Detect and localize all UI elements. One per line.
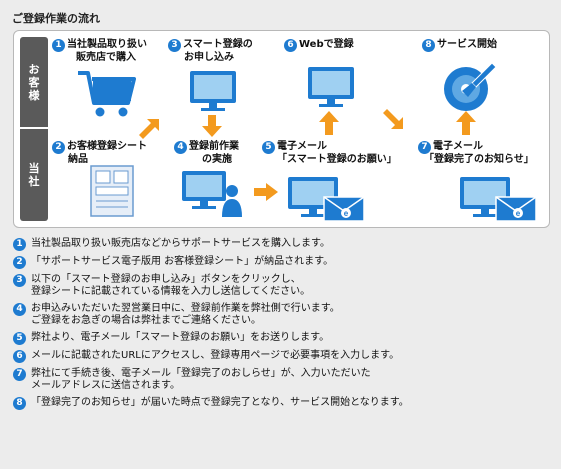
- document-icon: [90, 165, 134, 217]
- step-number: 7: [13, 368, 26, 381]
- list-item: 4 お申込みいただいた翌営業日中に、登録前作業を弊社側で行います。ご登録をお急ぎ…: [13, 303, 553, 327]
- page-title: ご登録作業の流れ: [12, 12, 100, 25]
- computer-user-icon: [182, 171, 242, 217]
- step-number: 6: [284, 39, 297, 52]
- arrow-up-right-icon: [139, 119, 159, 139]
- sidebar-customer: お 客 様: [20, 37, 48, 127]
- step-number: 3: [168, 39, 181, 52]
- step-number: 4: [174, 141, 187, 154]
- sidebar-company: 当 社: [20, 129, 48, 221]
- step-number: 7: [418, 141, 431, 154]
- arrow-down-right-icon: [383, 109, 403, 129]
- step-number: 1: [13, 238, 26, 251]
- list-item: 8 「登録完了のお知らせ」が届いた時点で登録完了となり、サービス開始となります。: [13, 397, 553, 410]
- arrow-up-icon: [456, 111, 476, 135]
- list-item: 3 以下の「スマート登録のお申し込み」ボタンをクリックし、登録シートに記載されて…: [13, 274, 553, 298]
- step-number: 2: [52, 141, 65, 154]
- arrow-down-icon: [202, 115, 222, 137]
- step-number: 8: [422, 39, 435, 52]
- email-monitor-icon: e: [460, 177, 537, 222]
- svg-text:e: e: [516, 209, 521, 218]
- list-item: 2 「サポートサービス電子版用 お客様登録シート」が納品されます。: [13, 256, 553, 269]
- step-number: 6: [13, 350, 26, 363]
- svg-text:e: e: [344, 209, 349, 218]
- arrow-up-icon: [319, 111, 339, 135]
- list-item: 7 弊社にて手続き後、電子メール「登録完了のおしらせ」が、入力いただいたメールア…: [13, 368, 553, 392]
- step-number: 5: [13, 332, 26, 345]
- cd-screwdriver-icon: [444, 62, 497, 111]
- step-number: 4: [13, 303, 26, 316]
- list-item: 1 当社製品取り扱い販売店などからサポートサービスを購入します。: [13, 238, 553, 251]
- arrow-right-icon: [254, 183, 278, 201]
- step-number: 5: [262, 141, 275, 154]
- list-item: 5 弊社より、電子メール「スマート登録のお願い」をお送りします。: [13, 332, 553, 345]
- step-number: 2: [13, 256, 26, 269]
- step-number: 1: [52, 39, 65, 52]
- computer-monitor-icon: [308, 67, 354, 107]
- shopping-cart-icon: [78, 71, 136, 117]
- step-number: 8: [13, 397, 26, 410]
- step-descriptions: 1 当社製品取り扱い販売店などからサポートサービスを購入します。 2 「サポート…: [13, 238, 553, 415]
- list-item: 6 メールに記載されたURLにアクセスし、登録専用ページで必要事項を入力します。: [13, 350, 553, 363]
- computer-monitor-icon: [190, 71, 236, 111]
- email-monitor-icon: e: [288, 177, 365, 222]
- step-number: 3: [13, 274, 26, 287]
